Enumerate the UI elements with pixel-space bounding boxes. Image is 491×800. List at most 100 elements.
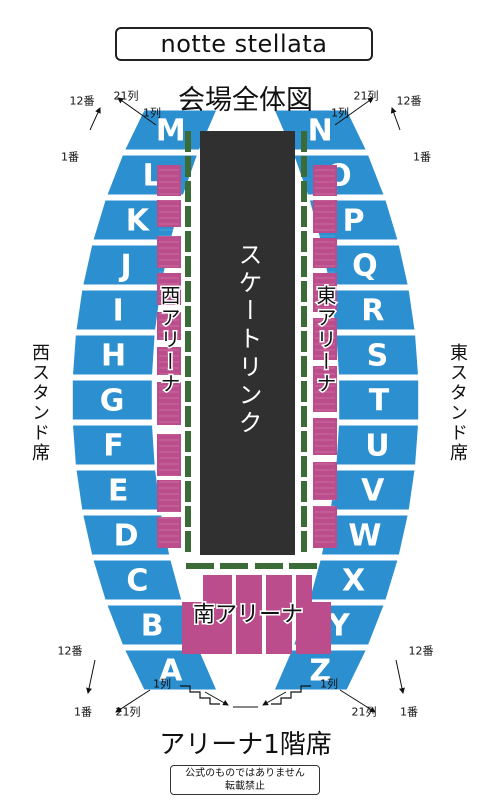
stand-block-g[interactable]: [71, 379, 153, 421]
stand-block-label-v: V: [361, 474, 385, 509]
west-arena-label: 西アリーナ: [157, 285, 181, 395]
stand-block-i[interactable]: [75, 289, 162, 331]
stand-block-h[interactable]: [71, 334, 156, 376]
east-arena-block-7[interactable]: [313, 418, 337, 455]
stand-block-label-k: K: [126, 204, 151, 239]
east-arena-block-3[interactable]: [313, 238, 337, 268]
west-arena-block-7[interactable]: [157, 382, 181, 425]
east-arena-block-9[interactable]: [313, 506, 337, 548]
board-segment: [301, 231, 307, 252]
west-arena-block-3[interactable]: [157, 236, 181, 268]
board-segment: [185, 506, 191, 527]
stand-block-label-e: E: [108, 474, 129, 509]
east-stand-label: 東スタンド席: [447, 343, 468, 463]
seat-label-first: 1番: [61, 151, 79, 164]
stand-block-c[interactable]: [92, 559, 183, 601]
west-arena-block-1[interactable]: [157, 165, 181, 196]
stand-block-label-g: G: [100, 384, 125, 419]
south-arena-block-west[interactable]: [182, 602, 203, 654]
east-arena-block-6[interactable]: [313, 366, 337, 412]
seat-arrow-bottom-left: [86, 659, 96, 694]
stand-block-f[interactable]: [71, 424, 156, 466]
board-segment: [301, 356, 307, 377]
skate-rink-label: スケートリンク: [234, 242, 262, 438]
south-arena-block-3[interactable]: [266, 575, 292, 654]
board-segment: [301, 306, 307, 327]
west-arena-block-5[interactable]: [157, 312, 181, 340]
west-arena-block-9[interactable]: [157, 480, 181, 512]
board-segment: [255, 563, 283, 569]
west-arena-block-10[interactable]: [157, 517, 181, 548]
floor-label: アリーナ1階席: [159, 730, 332, 760]
board-segment: [185, 356, 191, 377]
board-segment: [289, 563, 317, 569]
stand-block-label-n: N: [308, 114, 333, 149]
board-segment: [301, 331, 307, 352]
west-arena-block-8[interactable]: [157, 434, 181, 476]
stand-block-label-u: U: [365, 429, 389, 464]
stand-block-label-i: I: [113, 294, 124, 329]
rink-group: スケートリンク: [185, 131, 317, 569]
stand-block-t[interactable]: [338, 379, 420, 421]
west-arena-block-4[interactable]: [157, 273, 181, 305]
board-segment: [185, 531, 191, 552]
row-label-first: 1列: [143, 106, 161, 120]
stand-block-w[interactable]: [320, 514, 409, 556]
south-arena-block-2[interactable]: [236, 575, 262, 654]
stand-block-label-x: X: [342, 564, 365, 599]
east-arena-block-5[interactable]: [313, 318, 337, 360]
east-arena-label: 東アリーナ: [313, 285, 337, 395]
board-segment: [301, 481, 307, 502]
stand-block-label-q: Q: [352, 249, 378, 284]
east-arena-block-8[interactable]: [313, 462, 337, 500]
east-arena-block-4[interactable]: [313, 273, 337, 312]
board-segment: [185, 206, 191, 227]
stand-block-label-m: M: [156, 114, 186, 149]
board-segment: [185, 481, 191, 502]
board-segment: [301, 506, 307, 527]
south-arena-block-4[interactable]: [296, 575, 312, 654]
row-seat-annotations: 西アリーナ東アリーナ南アリーナ21列1列12番1番21列1列12番1番12番1番…: [58, 89, 434, 719]
stairs-icon: [271, 685, 311, 705]
stand-block-label-s: S: [367, 339, 389, 374]
south-arena-block-1[interactable]: [203, 575, 232, 654]
board-segment: [185, 456, 191, 477]
stand-block-s[interactable]: [335, 334, 420, 376]
stand-block-label-l: L: [143, 159, 162, 194]
entrance-arrow-right: [262, 691, 287, 706]
board-segment: [301, 381, 307, 402]
row-arrow-bottom-left: [115, 689, 151, 713]
board-segment: [301, 281, 307, 302]
stand-block-label-f: F: [103, 429, 124, 464]
seat-label-first: 1番: [413, 151, 431, 164]
seat-label-last: 12番: [70, 95, 95, 108]
row-label-last: 21列: [116, 705, 141, 719]
page-title: notte stellata: [115, 27, 373, 61]
west-arena-block-6[interactable]: [157, 347, 181, 375]
board-segment: [185, 156, 191, 177]
board-segment: [185, 331, 191, 352]
stand-block-a[interactable]: [123, 649, 218, 691]
board-segment: [301, 431, 307, 452]
board-segment: [186, 563, 214, 569]
south-arena-block-east[interactable]: [312, 602, 331, 654]
board-segment: [301, 256, 307, 277]
east-arena-block-2[interactable]: [313, 200, 337, 233]
stand-block-m[interactable]: [123, 109, 218, 151]
row-label-first: 1列: [320, 677, 338, 691]
seat-label-last: 12番: [409, 645, 434, 658]
seat-arrow-top-left: [89, 107, 101, 131]
board-segment: [185, 281, 191, 302]
stand-block-label-z: Z: [309, 654, 331, 689]
disclaimer-line-1: 公式のものではありません: [185, 768, 305, 779]
stand-block-d[interactable]: [82, 514, 171, 556]
skate-rink: [200, 131, 295, 555]
west-stand-label: 西スタンド席: [29, 343, 50, 463]
west-arena-block-2[interactable]: [157, 200, 181, 227]
east-arena-block-1[interactable]: [313, 165, 337, 196]
board-segment: [301, 181, 307, 202]
stand-block-label-w: W: [348, 519, 381, 554]
seat-arrow-bottom-right: [395, 659, 405, 694]
row-label-last: 21列: [352, 705, 377, 719]
